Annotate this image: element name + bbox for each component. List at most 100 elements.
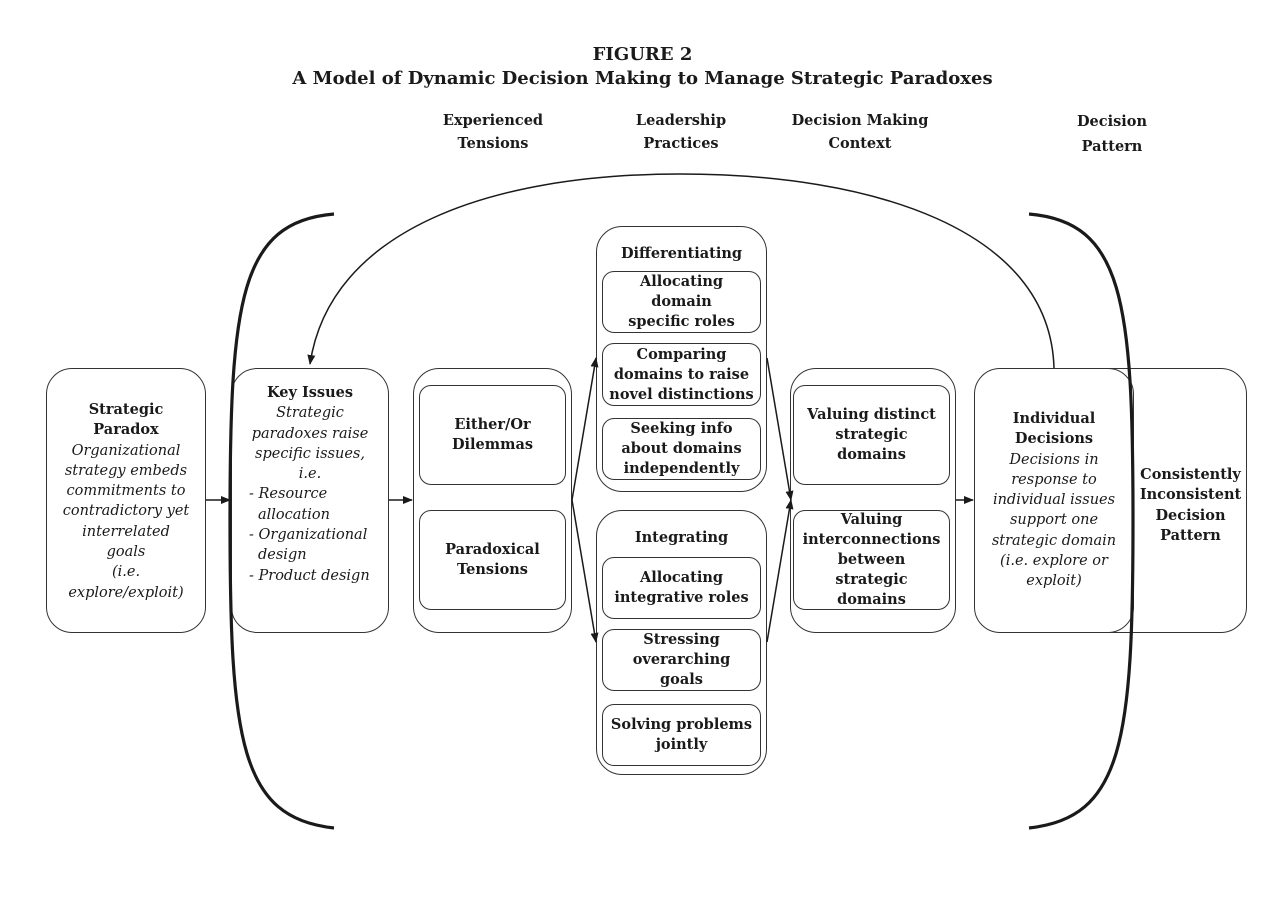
strategic-paradox-line: explore/exploit) — [68, 584, 184, 601]
tension-line: Tensions — [457, 561, 528, 578]
strategic-paradox-box — [46, 368, 206, 633]
key-issues-line: Strategic — [276, 405, 344, 422]
arrow-integrating-to-context — [766, 499, 794, 643]
header-line: Experienced — [442, 112, 544, 129]
left-bracket — [228, 212, 335, 830]
figure-title: A Model of Dynamic Decision Making to Ma… — [292, 68, 993, 89]
practice-line: domains to raise — [613, 365, 750, 383]
practice-line: novel distinctions — [609, 385, 754, 403]
header-decision-making-context: Decision Making Context — [780, 109, 940, 155]
practice-line: Stressing — [643, 631, 720, 648]
practice-line: Allocating domain — [639, 273, 724, 310]
individual-decisions-line: exploit) — [1026, 573, 1082, 590]
header-line: Practices — [643, 135, 719, 152]
strategic-paradox-line: contradictory yet — [62, 503, 190, 520]
strategic-paradox-line: interrelated — [82, 523, 170, 540]
valuing-interconnections-box: Valuing interconnections between strateg… — [793, 510, 950, 610]
practice-line: Solving problems — [610, 716, 753, 733]
valuing-distinct-domains-box: Valuing distinct strategic domains — [793, 385, 950, 485]
arrow-tensions-to-integrating — [571, 499, 599, 643]
key-issue-item: design — [258, 547, 307, 564]
header-line: Pattern — [1081, 138, 1143, 155]
practice-allocating-integrative-roles: Allocating integrative roles — [602, 557, 761, 619]
decision-pattern-text: Consistently Inconsistent Decision Patte… — [1134, 465, 1247, 546]
strategic-paradox-line: goals — [106, 544, 146, 561]
context-line: strategic — [835, 426, 908, 443]
either-or-dilemmas-box: Either/Or Dilemmas — [419, 385, 566, 485]
key-issue-item: - Organizational — [249, 527, 368, 544]
key-issues-line: i.e. — [298, 466, 322, 483]
practice-line: Allocating — [639, 569, 724, 586]
header-line: Decision Making — [791, 112, 929, 129]
practice-line: integrative roles — [614, 589, 749, 606]
key-issue-item: allocation — [258, 506, 330, 523]
individual-decisions-line: individual issues — [992, 492, 1116, 509]
context-line: strategic — [835, 571, 908, 588]
context-line: domains — [837, 446, 906, 463]
practice-stressing-goals: Stressing overarching goals — [602, 629, 761, 691]
individual-decisions-title: Decisions — [1014, 430, 1094, 448]
header-line: Context — [828, 135, 892, 152]
context-line: domains — [837, 591, 906, 608]
right-bracket — [1028, 212, 1135, 830]
strategic-paradox-title: Strategic — [88, 401, 164, 418]
practice-line: jointly — [655, 736, 708, 753]
practice-line: specific roles — [628, 313, 735, 330]
key-issues-box — [231, 368, 389, 633]
individual-decisions-line: (i.e. explore or — [1000, 553, 1108, 570]
strategic-paradox-line: (i.e. — [111, 564, 141, 581]
practice-line: about domains — [621, 440, 742, 457]
practice-comparing-domains: Comparing domains to raise novel distinc… — [602, 343, 761, 406]
context-line: interconnections — [802, 531, 941, 548]
practice-line: independently — [623, 460, 740, 477]
differentiating-title: Differentiating — [620, 245, 743, 262]
key-issues-list: - Resource allocation - Organizational d… — [231, 484, 389, 585]
arrow-tensions-to-differentiating — [571, 357, 599, 501]
individual-decisions-text: Individual Decisions Decisions in respon… — [974, 409, 1134, 592]
integrating-title: Integrating — [634, 529, 729, 546]
individual-decisions-title: Individual — [1012, 410, 1096, 427]
header-decision-pattern: Decision Pattern — [1052, 109, 1172, 159]
individual-decisions-line: Decisions in — [1009, 451, 1099, 468]
paradoxical-tensions-box: Paradoxical Tensions — [419, 510, 566, 610]
key-issues-title: Key Issues — [266, 384, 354, 401]
practice-allocating-domain-roles: Allocating domain specific roles — [602, 271, 761, 333]
key-issue-item: - Resource — [249, 486, 328, 503]
context-line: Valuing distinct — [807, 406, 936, 423]
figure-number: FIGURE 2 — [592, 44, 693, 65]
header-experienced-tensions: Experienced Tensions — [423, 109, 563, 155]
tension-line: Dilemmas — [451, 436, 534, 453]
context-line: Valuing — [840, 511, 903, 528]
practice-line: overarching goals — [632, 651, 731, 688]
key-issues-line: paradoxes raise — [251, 425, 369, 442]
strategic-paradox-text: Strategic Paradox Organizational strateg… — [46, 400, 206, 603]
strategic-paradox-title: Paradox — [93, 421, 159, 439]
tension-line: Paradoxical — [445, 541, 540, 558]
practice-line: Comparing — [636, 345, 727, 363]
practice-seeking-info: Seeking info about domains independently — [602, 418, 761, 480]
context-line: between — [837, 551, 906, 568]
key-issues-text: Key Issues Strategic paradoxes raise spe… — [231, 383, 389, 586]
arrow-differentiating-to-context — [766, 357, 794, 501]
decision-pattern-line: Inconsistent — [1139, 486, 1242, 504]
decision-pattern-line: Pattern — [1160, 526, 1221, 544]
tension-line: Either/Or — [454, 416, 531, 433]
header-line: Tensions — [457, 135, 529, 152]
key-issue-item: - Product design — [249, 567, 370, 584]
header-line: Leadership — [635, 112, 727, 129]
individual-decisions-line: strategic domain — [991, 532, 1117, 549]
strategic-paradox-line: strategy embeds — [64, 462, 188, 479]
strategic-paradox-line: Organizational — [71, 442, 181, 459]
header-line: Decision — [1076, 113, 1148, 130]
strategic-paradox-line: commitments to — [66, 483, 186, 500]
decision-pattern-line: Decision — [1155, 506, 1226, 524]
header-leadership-practices: Leadership Practices — [611, 109, 751, 155]
key-issues-line: specific issues, — [255, 445, 365, 462]
individual-decisions-line: support one — [1009, 512, 1099, 529]
feedback-arc — [307, 173, 1055, 369]
decision-pattern-line: Consistently — [1140, 466, 1241, 483]
individual-decisions-line: response to — [1011, 471, 1097, 488]
practice-solving-problems: Solving problems jointly — [602, 704, 761, 766]
practice-line: Seeking info — [630, 420, 733, 437]
